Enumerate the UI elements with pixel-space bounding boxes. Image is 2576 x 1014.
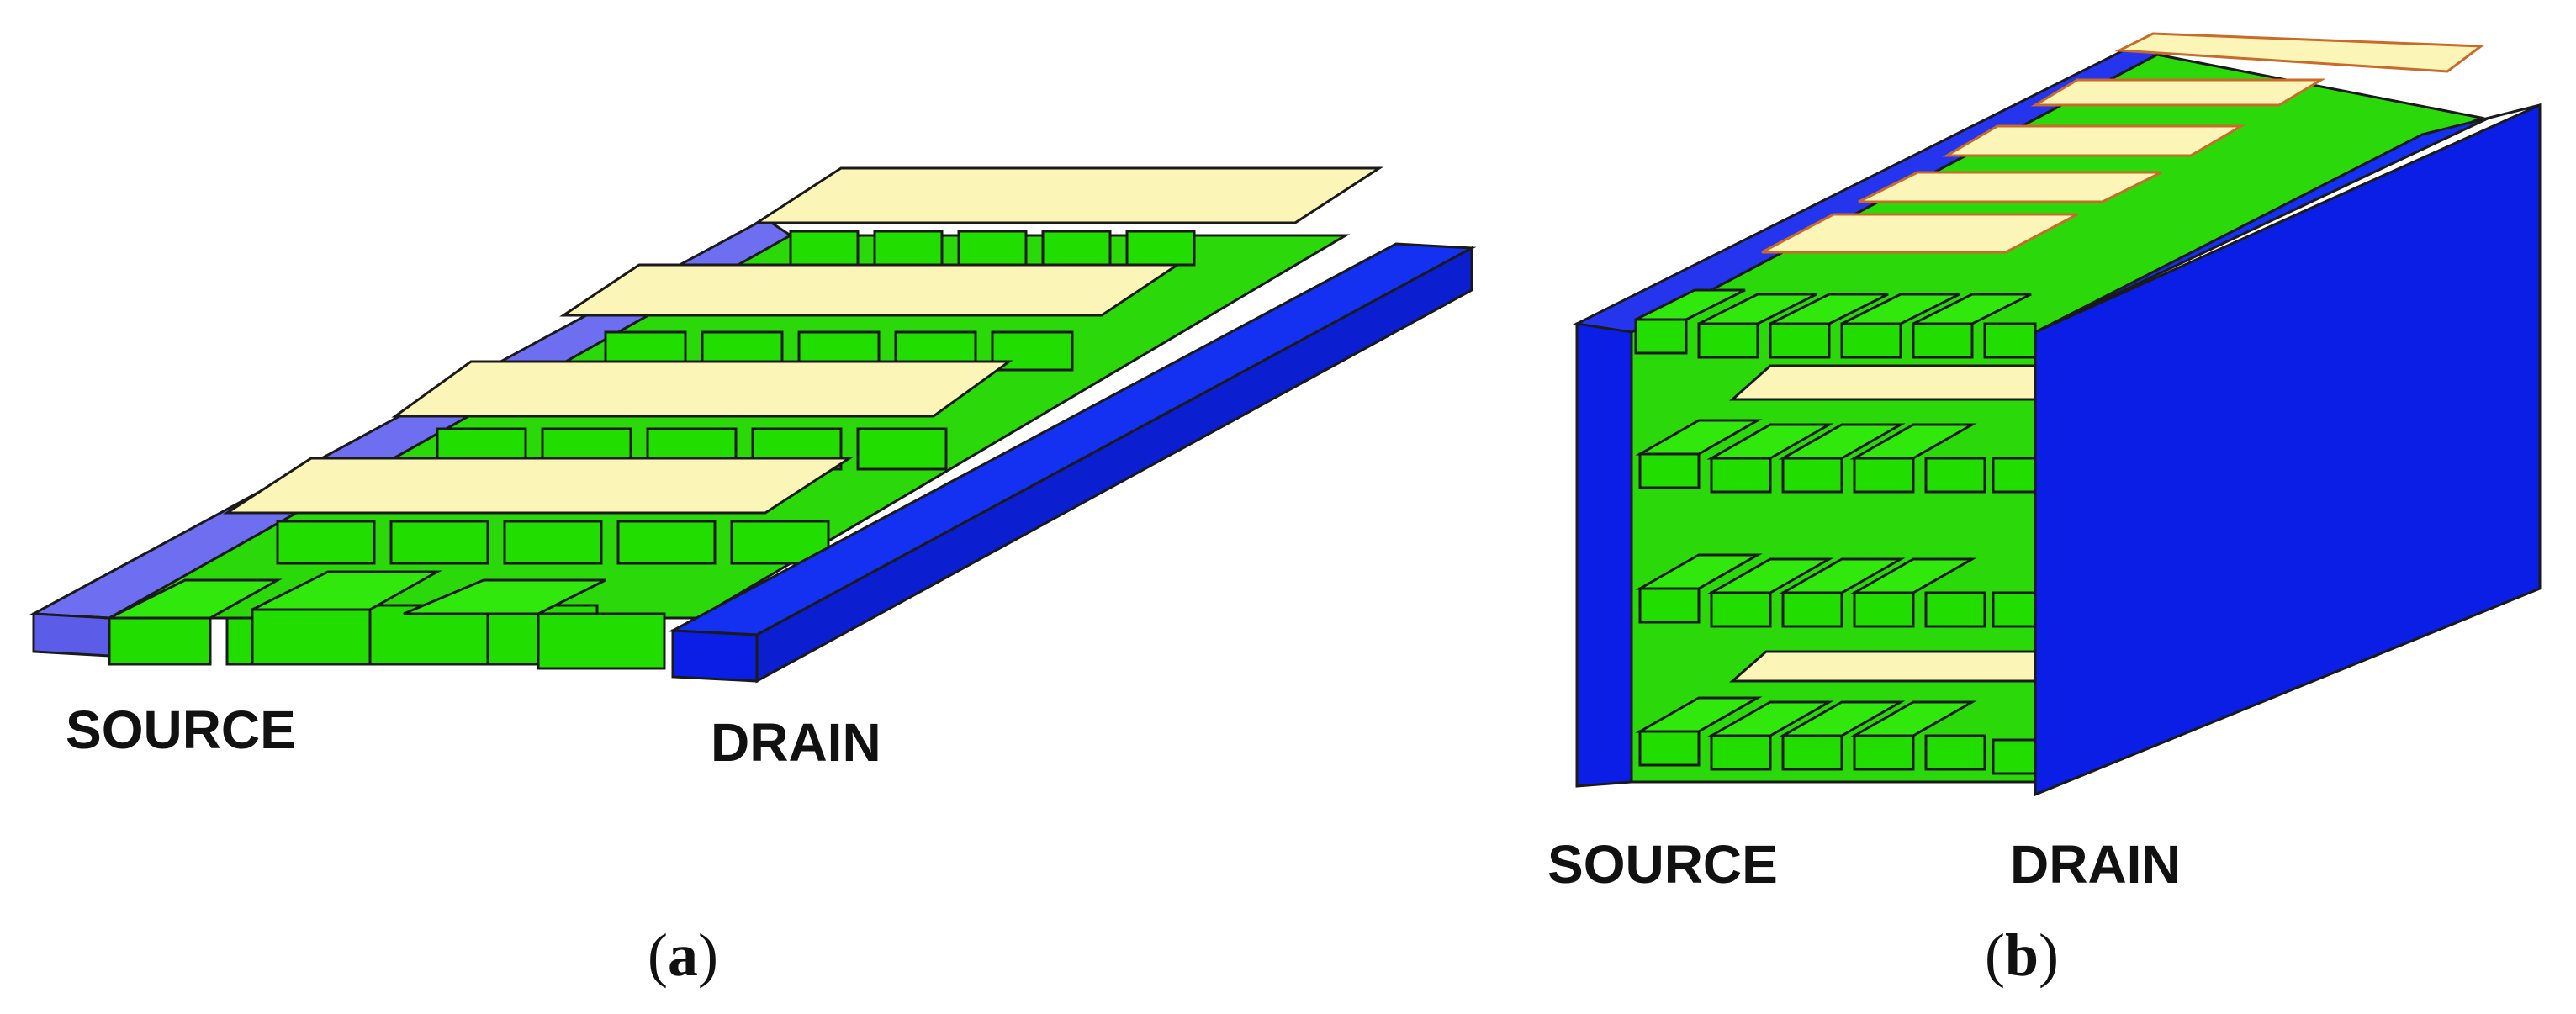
panel-b-gate-plate-2 bbox=[1729, 364, 2037, 401]
panel-a-source-contact-front bbox=[32, 612, 111, 658]
panel-a-gate-plate-3 bbox=[559, 263, 1182, 317]
panel-a-gate-plate-1 bbox=[222, 457, 854, 515]
panel-a-gate-plate-4 bbox=[752, 166, 1384, 224]
panel-a-drain-contact-side bbox=[755, 246, 1473, 684]
panel-b-source-label: SOURCE bbox=[1547, 834, 1778, 895]
panel-b-tier-4-fins bbox=[1635, 696, 2037, 775]
panel-b-caption-letter: b bbox=[2005, 922, 2039, 989]
panel-a-drain-label: DRAIN bbox=[711, 712, 881, 773]
panel-b-drain-contact-wall bbox=[2034, 103, 2542, 797]
panel-b: SOURCE DRAIN (b) bbox=[1547, 32, 2542, 989]
panel-b-drain-label: DRAIN bbox=[2010, 834, 2181, 895]
panel-a-caption-open: ( bbox=[648, 922, 668, 989]
panel-b-caption-open: ( bbox=[1985, 922, 2005, 989]
panel-b-caption-close: ) bbox=[2039, 922, 2059, 989]
panel-a-caption: (a) bbox=[648, 922, 718, 989]
panel-b-tier-1-fins bbox=[1634, 288, 2037, 359]
panel-b-source-contact-front bbox=[1575, 318, 1633, 788]
panel-b-caption: (b) bbox=[1985, 922, 2059, 989]
panel-a: SOURCE DRAIN (a) bbox=[29, 166, 1477, 989]
panel-a-caption-letter: a bbox=[668, 922, 698, 989]
panel-b-tier-3-fins bbox=[1635, 553, 2037, 628]
panel-a-drain-contact-front bbox=[671, 629, 759, 683]
panel-a-gate-plates bbox=[222, 166, 1384, 515]
panel-b-gate-plate-3 bbox=[1729, 650, 2037, 683]
panel-a-fins-front bbox=[108, 570, 666, 670]
panel-b-drain-contact-top bbox=[2034, 103, 2541, 334]
panel-b-gate-plates-top bbox=[1761, 32, 2485, 254]
panel-a-caption-close: ) bbox=[698, 922, 718, 989]
panel-a-gate-plate-2 bbox=[391, 360, 1013, 418]
panel-a-source-label: SOURCE bbox=[66, 700, 296, 760]
